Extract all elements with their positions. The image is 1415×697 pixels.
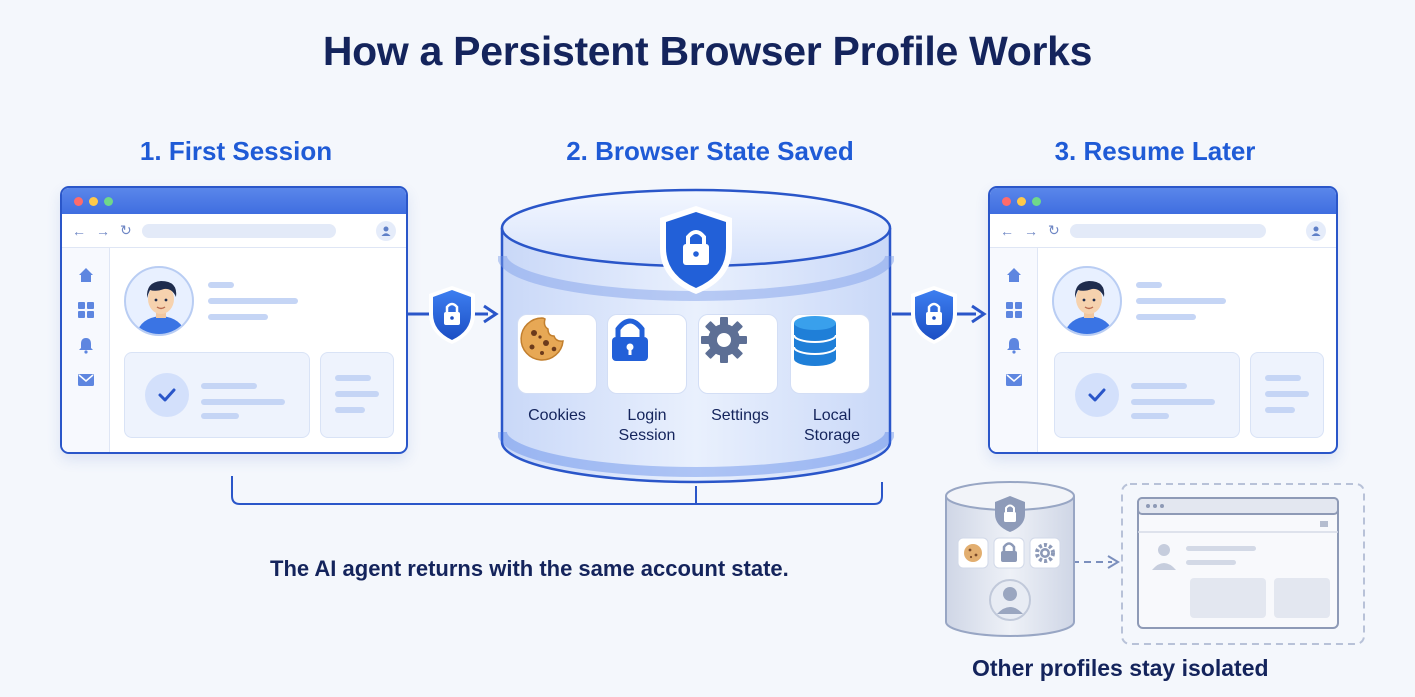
window-titlebar [62, 188, 406, 214]
text-placeholder [1265, 391, 1309, 397]
minimize-dot-icon [1017, 196, 1026, 206]
gear-icon [1035, 543, 1055, 563]
profile-storage-database: Cookies Login Session Settings Local Sto… [498, 186, 894, 486]
database-icon [793, 316, 837, 366]
login-session-tile [607, 314, 687, 394]
page-content [110, 248, 406, 452]
minimize-dot-icon [89, 196, 98, 206]
arrow-head-icon [483, 304, 499, 324]
mail-icon [77, 374, 94, 386]
mail-icon [1005, 374, 1022, 386]
page-title: How a Persistent Browser Profile Works [322, 28, 1093, 74]
close-dot-icon [74, 196, 83, 206]
login-session-label: Login Session [618, 407, 676, 444]
reload-icon: ↻ [120, 222, 132, 238]
sidebar [990, 248, 1038, 452]
step-2-title: 2. Browser State Saved [566, 136, 854, 166]
browser-window-resume: ← → ↻ [988, 186, 1338, 454]
back-arrow-icon: ← [1000, 222, 1014, 239]
isolation-caption: Other profiles stay isolated [972, 655, 1269, 681]
user-avatar [1052, 266, 1122, 336]
status-card [124, 352, 310, 438]
sidebar [62, 248, 110, 452]
back-arrow-icon: ← [72, 222, 86, 239]
bell-icon [1006, 338, 1021, 354]
browser-toolbar: ← → ↻ [990, 214, 1336, 248]
check-icon [1075, 373, 1119, 417]
person-avatar-icon [997, 587, 1023, 614]
text-placeholder [201, 413, 239, 419]
status-card [1054, 352, 1240, 438]
text-placeholder [1131, 383, 1187, 389]
summary-caption: The AI agent returns with the same accou… [270, 556, 789, 581]
user-icon [1306, 220, 1326, 241]
side-card [1250, 352, 1324, 438]
page-content [1038, 248, 1336, 452]
text-placeholder [1131, 399, 1215, 405]
gear-icon [701, 317, 747, 363]
maximize-dot-icon [104, 196, 113, 206]
text-placeholder [201, 399, 285, 405]
cookies-tile [517, 314, 597, 394]
shield-lock-icon [429, 286, 475, 344]
user-avatar [124, 266, 194, 336]
window-titlebar [990, 188, 1336, 214]
shield-lock-icon [995, 496, 1025, 532]
local-storage-tile [790, 314, 870, 394]
url-bar [141, 223, 336, 238]
text-placeholder [1265, 407, 1295, 413]
local-storage-label: Local Storage [803, 407, 861, 444]
isolation-boundary [1121, 483, 1365, 645]
database-cylinder [498, 188, 894, 484]
text-placeholder [335, 375, 371, 381]
text-placeholder [1136, 314, 1196, 320]
text-placeholder [335, 407, 365, 413]
reload-icon: ↻ [1048, 222, 1060, 238]
side-card [320, 352, 394, 438]
settings-tile [698, 314, 778, 394]
cookie-icon [964, 544, 982, 562]
padlock-icon [1001, 542, 1017, 562]
settings-label: Settings [711, 407, 769, 424]
forward-arrow-icon: → [96, 222, 110, 239]
grid-icon [1005, 302, 1022, 318]
forward-arrow-icon: → [1024, 222, 1038, 239]
text-placeholder [208, 298, 298, 304]
maximize-dot-icon [1032, 196, 1041, 206]
cookie-icon [520, 317, 564, 361]
text-placeholder [208, 282, 234, 288]
home-icon [78, 268, 93, 282]
browser-window-first-session: ← → ↻ [60, 186, 408, 454]
isolated-profile-group [945, 481, 1365, 645]
browser-toolbar: ← → ↻ [62, 214, 406, 248]
text-placeholder [1136, 282, 1162, 288]
cookies-label: Cookies [528, 407, 586, 424]
home-icon [1006, 268, 1021, 282]
check-icon [145, 373, 189, 417]
bracket-line [231, 476, 883, 505]
bell-icon [78, 338, 93, 354]
other-profile-browser-window [1137, 497, 1339, 629]
text-placeholder [201, 383, 257, 389]
user-icon [376, 220, 396, 241]
step-1-title: 1. First Session [139, 136, 333, 166]
text-placeholder [208, 314, 268, 320]
other-profile-database [945, 481, 1075, 637]
shield-lock-icon [660, 206, 732, 294]
text-placeholder [1265, 375, 1301, 381]
arrow-head-icon [971, 304, 987, 324]
padlock-icon [612, 318, 648, 361]
close-dot-icon [1002, 196, 1011, 206]
step-3-title: 3. Resume Later [1054, 136, 1256, 166]
arrow-head-icon [1107, 555, 1120, 569]
text-placeholder [1136, 298, 1226, 304]
text-placeholder [1131, 413, 1169, 419]
url-bar [1069, 223, 1266, 238]
shield-lock-icon [911, 286, 957, 344]
grid-icon [77, 302, 94, 318]
text-placeholder [335, 391, 379, 397]
